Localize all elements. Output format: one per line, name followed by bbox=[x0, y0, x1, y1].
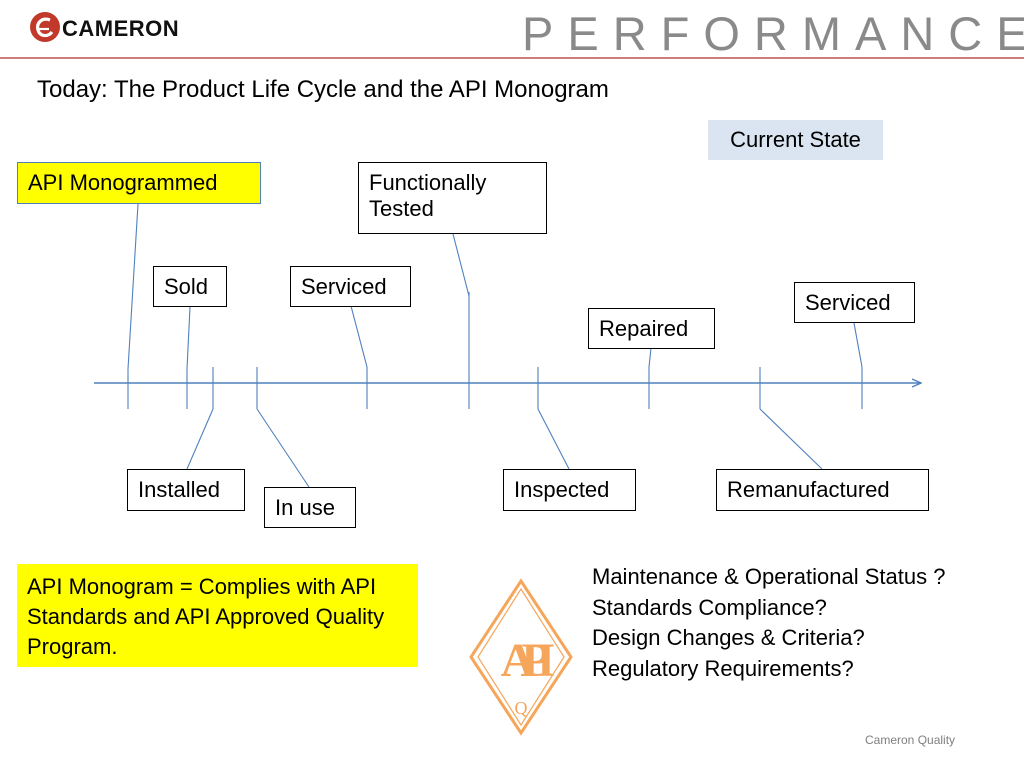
installed-label: Installed bbox=[138, 477, 220, 502]
inspected-box: Inspected bbox=[503, 469, 636, 511]
inspected-label: Inspected bbox=[514, 477, 610, 502]
serviced-box-2: Serviced bbox=[794, 282, 915, 323]
remanufactured-label: Remanufactured bbox=[727, 477, 890, 502]
repaired-box: Repaired bbox=[588, 308, 715, 349]
connector-serviced-2 bbox=[853, 322, 863, 368]
question-item: Maintenance & Operational Status ? bbox=[592, 564, 946, 589]
questions-list: Maintenance & Operational Status ? Stand… bbox=[592, 562, 945, 684]
connector-serviced-1 bbox=[350, 305, 368, 368]
connector-api-monogrammed bbox=[127, 203, 139, 370]
connector-installed bbox=[186, 408, 214, 470]
api-logo-q: Q bbox=[515, 698, 528, 718]
connector-inspected bbox=[537, 408, 570, 470]
performance-tagline: PERFORMANCE bbox=[522, 7, 1024, 60]
footer-text: Cameron Quality bbox=[865, 733, 956, 747]
api-monogram-logo-icon: API Q bbox=[469, 578, 573, 736]
serviced-label-2: Serviced bbox=[805, 290, 891, 315]
question-item: Standards Compliance? bbox=[592, 594, 827, 620]
installed-box: Installed bbox=[127, 469, 245, 511]
connector-repaired bbox=[648, 347, 652, 368]
in-use-label: In use bbox=[275, 495, 335, 520]
sold-label: Sold bbox=[164, 274, 209, 299]
functionally-tested-box: Functionally Tested bbox=[358, 162, 547, 234]
remanufactured-box: Remanufactured bbox=[716, 469, 929, 511]
company-name: CAMERON bbox=[62, 16, 180, 41]
api-monogram-note: API Monogram = Complies with API Standar… bbox=[17, 564, 418, 667]
serviced-label-1: Serviced bbox=[301, 274, 387, 299]
sold-box: Sold bbox=[153, 266, 227, 307]
question-item: Design Changes & Criteria? bbox=[592, 625, 865, 650]
connector-in-use bbox=[256, 408, 310, 488]
repaired-label: Repaired bbox=[599, 316, 689, 341]
in-use-box: In use bbox=[264, 487, 356, 528]
header-divider bbox=[0, 57, 1024, 59]
page-title: Today: The Product Life Cycle and the AP… bbox=[37, 76, 609, 103]
connector-remanufactured bbox=[759, 408, 823, 470]
serviced-box-1: Serviced bbox=[290, 266, 411, 307]
cameron-logo-icon bbox=[30, 12, 60, 42]
connector-functionally-tested bbox=[452, 233, 470, 297]
api-monogrammed-label: API Monogrammed bbox=[28, 170, 218, 195]
question-item: Regulatory Requirements? bbox=[592, 655, 854, 681]
api-monogrammed-box: API Monogrammed bbox=[17, 162, 261, 204]
connector-sold bbox=[186, 306, 191, 370]
functionally-tested-label-line-1: Functionally bbox=[369, 170, 487, 195]
current-state-label: Current State bbox=[708, 120, 883, 160]
functionally-tested-label-line-2: Tested bbox=[369, 196, 434, 221]
